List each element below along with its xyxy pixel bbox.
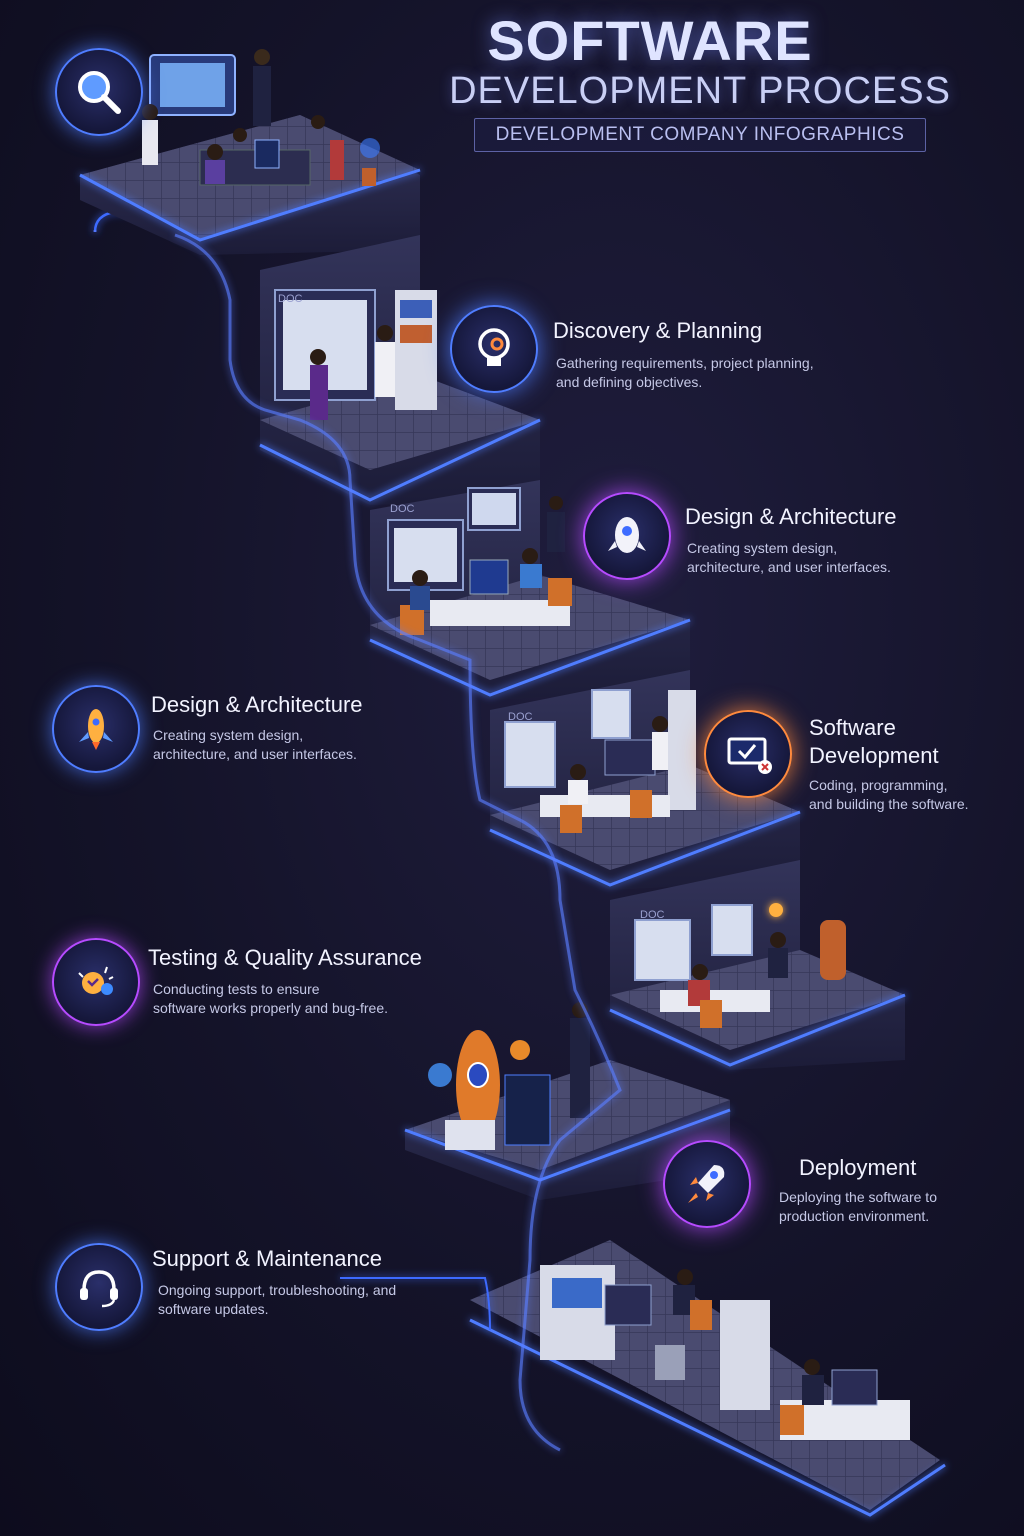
step-3-title-line-1: Software bbox=[809, 715, 896, 740]
step-2-badge bbox=[583, 492, 671, 580]
floor-label-doc-4: DOC bbox=[640, 909, 665, 921]
lightbulb-icon bbox=[478, 328, 510, 366]
step-1-desc: Gathering requirements, project planning… bbox=[556, 354, 886, 392]
search-icon bbox=[78, 71, 121, 114]
tagline-box: DEVELOPMENT COMPANY INFOGRAPHICS bbox=[474, 118, 926, 152]
step-3-desc-line-1: Coding, programming, bbox=[809, 777, 948, 793]
left-step-3-desc: Ongoing support, troubleshooting, and so… bbox=[158, 1281, 488, 1319]
page-title: SOFTWARE bbox=[487, 9, 813, 72]
left-step-1-badge bbox=[52, 685, 140, 773]
left-step-3-desc-line-1: Ongoing support, troubleshooting, and bbox=[158, 1282, 397, 1298]
step-4-desc: Deploying the software to production env… bbox=[779, 1188, 999, 1226]
platform-level-7 bbox=[469, 1240, 946, 1517]
step-1-desc-line-2: and defining objectives. bbox=[556, 374, 703, 390]
left-step-1-desc: Creating system design, architecture, an… bbox=[153, 726, 483, 764]
step-4-desc-line-2: production environment. bbox=[779, 1208, 930, 1224]
step-2-desc-line-2: architecture, and user interfaces. bbox=[687, 559, 891, 575]
search-badge bbox=[55, 48, 143, 136]
step-2-desc-line-1: Creating system design, bbox=[687, 540, 838, 556]
step-4-desc-line-1: Deploying the software to bbox=[779, 1189, 937, 1205]
left-step-2-desc-line-1: Conducting tests to ensure bbox=[153, 981, 320, 997]
step-3-title: Software Development bbox=[809, 714, 939, 770]
tagline-text: DEVELOPMENT COMPANY INFOGRAPHICS bbox=[495, 124, 905, 145]
step-3-desc: Coding, programming, and building the so… bbox=[809, 776, 1009, 814]
left-step-2-badge bbox=[52, 938, 140, 1026]
flow-pipe bbox=[93, 230, 622, 1452]
step-4-badge bbox=[663, 1140, 751, 1228]
step-3-desc-line-2: and building the software. bbox=[809, 796, 969, 812]
left-step-3-title: Support & Maintenance bbox=[152, 1246, 382, 1271]
step-1-title: Discovery & Planning bbox=[553, 318, 763, 343]
rocket-icon bbox=[688, 1165, 725, 1203]
step-2-title: Design & Architecture bbox=[685, 504, 897, 529]
left-step-2-desc-line-2: software works properly and bug-free. bbox=[153, 1000, 388, 1016]
left-step-1-desc-line-2: architecture, and user interfaces. bbox=[153, 746, 357, 762]
step-3-badge bbox=[704, 710, 792, 798]
left-step-2-desc: Conducting tests to ensure software work… bbox=[153, 980, 483, 1018]
floor-label-doc-1: DOC bbox=[278, 293, 303, 305]
floor-label-doc-3: DOC bbox=[508, 711, 533, 723]
platform-level-1 bbox=[79, 49, 421, 255]
step-2-desc: Creating system design, architecture, an… bbox=[687, 539, 1017, 577]
platform-level-5: DOC bbox=[609, 860, 906, 1070]
platform-level-3: DOC bbox=[369, 480, 691, 700]
step-1-badge bbox=[450, 305, 538, 393]
bug-icon bbox=[78, 966, 114, 995]
left-step-1-title: Design & Architecture bbox=[151, 692, 363, 717]
left-step-2-title: Testing & Quality Assurance bbox=[148, 945, 422, 970]
step-3-title-line-2: Development bbox=[809, 743, 939, 768]
left-step-3-desc-line-2: software updates. bbox=[158, 1301, 269, 1317]
page-subtitle: DEVELOPMENT PROCESS bbox=[449, 70, 951, 112]
step-4-title: Deployment bbox=[799, 1155, 917, 1180]
support-connector bbox=[340, 1277, 491, 1331]
monitor-icon bbox=[727, 737, 772, 774]
headset-icon bbox=[80, 1270, 118, 1308]
floor-label-doc-2: DOC bbox=[390, 503, 415, 515]
platform-level-4: DOC bbox=[489, 670, 801, 890]
robot-icon bbox=[608, 517, 646, 553]
step-1-desc-line-1: Gathering requirements, project planning… bbox=[556, 355, 814, 371]
left-step-1-desc-line-1: Creating system design, bbox=[153, 727, 304, 743]
rocket-icon bbox=[79, 709, 113, 750]
left-step-3-badge bbox=[55, 1243, 143, 1331]
